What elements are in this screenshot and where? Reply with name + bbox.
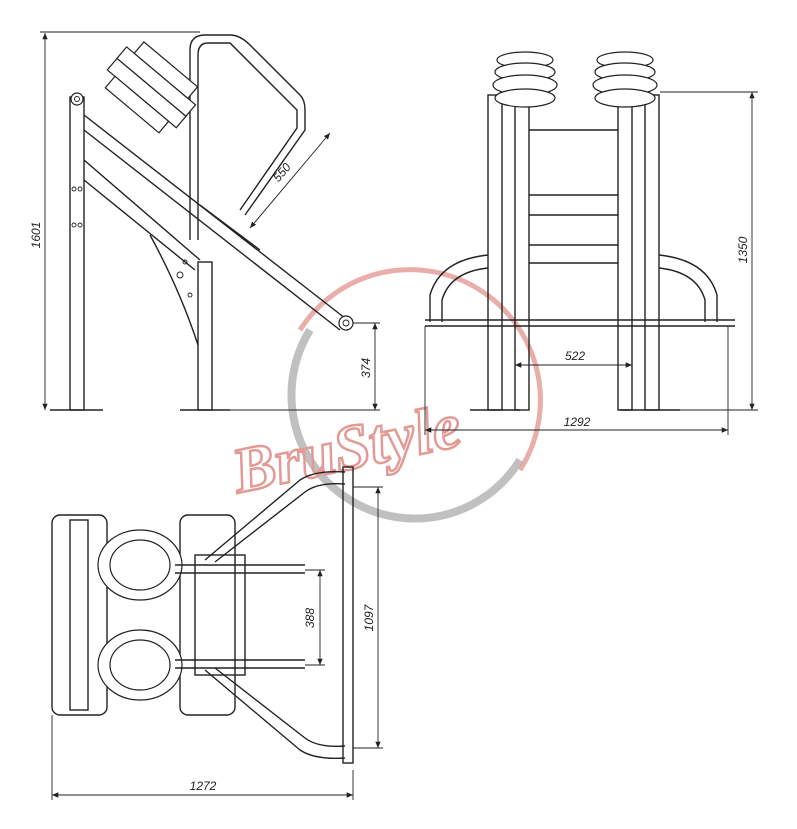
watermark-logo: BruStyle bbox=[224, 267, 543, 523]
dim-seat-length: 550 bbox=[270, 160, 294, 185]
dim-top-total-length: 1272 bbox=[190, 779, 217, 793]
dim-top-handle-length: 1097 bbox=[362, 603, 376, 631]
dimension-lines bbox=[40, 31, 758, 800]
top-view bbox=[51, 466, 354, 764]
dim-side-height: 1601 bbox=[29, 222, 43, 249]
dim-handle-height: 374 bbox=[359, 358, 373, 378]
side-view bbox=[50, 34, 354, 411]
dim-front-inner-width: 522 bbox=[565, 349, 585, 363]
front-view bbox=[425, 51, 735, 411]
svg-text:BruStyle: BruStyle bbox=[225, 389, 467, 507]
dim-front-total-width: 1292 bbox=[564, 415, 591, 429]
dim-front-height: 1350 bbox=[736, 236, 750, 263]
dim-top-inner-width: 388 bbox=[303, 608, 317, 628]
